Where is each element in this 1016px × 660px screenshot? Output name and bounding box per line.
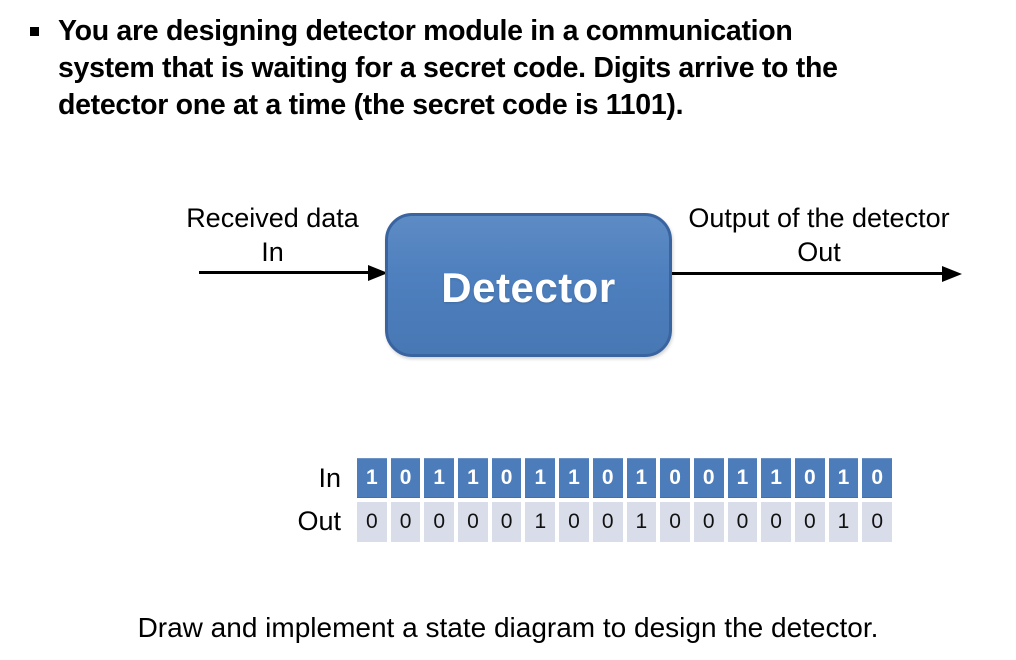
in-digit-cell: 0 — [794, 458, 825, 498]
problem-statement: You are designing detector module in a c… — [58, 13, 1008, 124]
task-instruction: Draw and implement a state diagram to de… — [137, 612, 879, 643]
in-digit-cell: 0 — [862, 458, 892, 498]
in-digit-cell: 1 — [424, 458, 455, 498]
out-digit-cell: 1 — [525, 502, 556, 542]
in-digit-cell: 1 — [525, 458, 556, 498]
out-digit-cell: 1 — [828, 502, 859, 542]
in-digit-cell: 1 — [626, 458, 657, 498]
in-digit-cell: 0 — [660, 458, 690, 498]
detector-block-label: Detector — [441, 264, 616, 311]
out-digit-cell: 0 — [761, 502, 791, 542]
in-digit-cell: 0 — [592, 458, 623, 498]
out-digit-cell: 0 — [390, 502, 421, 542]
out-digit-cell: 0 — [357, 502, 387, 542]
output-arrow-line — [672, 272, 943, 275]
in-digit-cell: 1 — [727, 458, 758, 498]
out-digit-cell: 0 — [862, 502, 892, 542]
out-digit-cell: 0 — [592, 502, 623, 542]
out-digit-cell: 0 — [491, 502, 522, 542]
problem-statement-line: detector one at a time (the secret code … — [58, 89, 684, 121]
in-digit-cell: 1 — [357, 458, 387, 498]
input-arrow-head-icon — [368, 264, 388, 281]
out-digit-cell: 0 — [660, 502, 690, 542]
in-digit-cell: 1 — [559, 458, 589, 498]
input-signal-label: Received data — [186, 203, 359, 233]
output-signal-name: Out — [797, 237, 841, 267]
out-digit-cell: 0 — [559, 502, 589, 542]
in-digit-cell: 0 — [390, 458, 421, 498]
in-digit-cell: 1 — [761, 458, 791, 498]
in-digit-cell: 0 — [693, 458, 724, 498]
output-signal-label: Output of the detector — [688, 203, 950, 233]
out-digit-cell: 0 — [424, 502, 455, 542]
problem-statement-line: system that is waiting for a secret code… — [58, 52, 838, 84]
out-digit-cell: 0 — [693, 502, 724, 542]
table-out-row-label: Out — [297, 506, 341, 536]
table-in-row-label: In — [318, 463, 341, 493]
out-digit-cell: 0 — [727, 502, 758, 542]
output-arrow-head-icon — [942, 265, 962, 282]
bullet-icon — [30, 27, 39, 36]
in-digit-cell: 1 — [458, 458, 488, 498]
in-digit-cell: 1 — [828, 458, 859, 498]
out-digit-cell: 1 — [626, 502, 657, 542]
in-digit-cell: 0 — [491, 458, 522, 498]
problem-statement-line: You are designing detector module in a c… — [58, 15, 793, 47]
out-digit-cell: 0 — [794, 502, 825, 542]
out-digit-cell: 0 — [458, 502, 488, 542]
input-signal-name: In — [261, 237, 284, 267]
detector-block: Detector — [385, 213, 672, 357]
input-arrow-line — [199, 271, 371, 274]
